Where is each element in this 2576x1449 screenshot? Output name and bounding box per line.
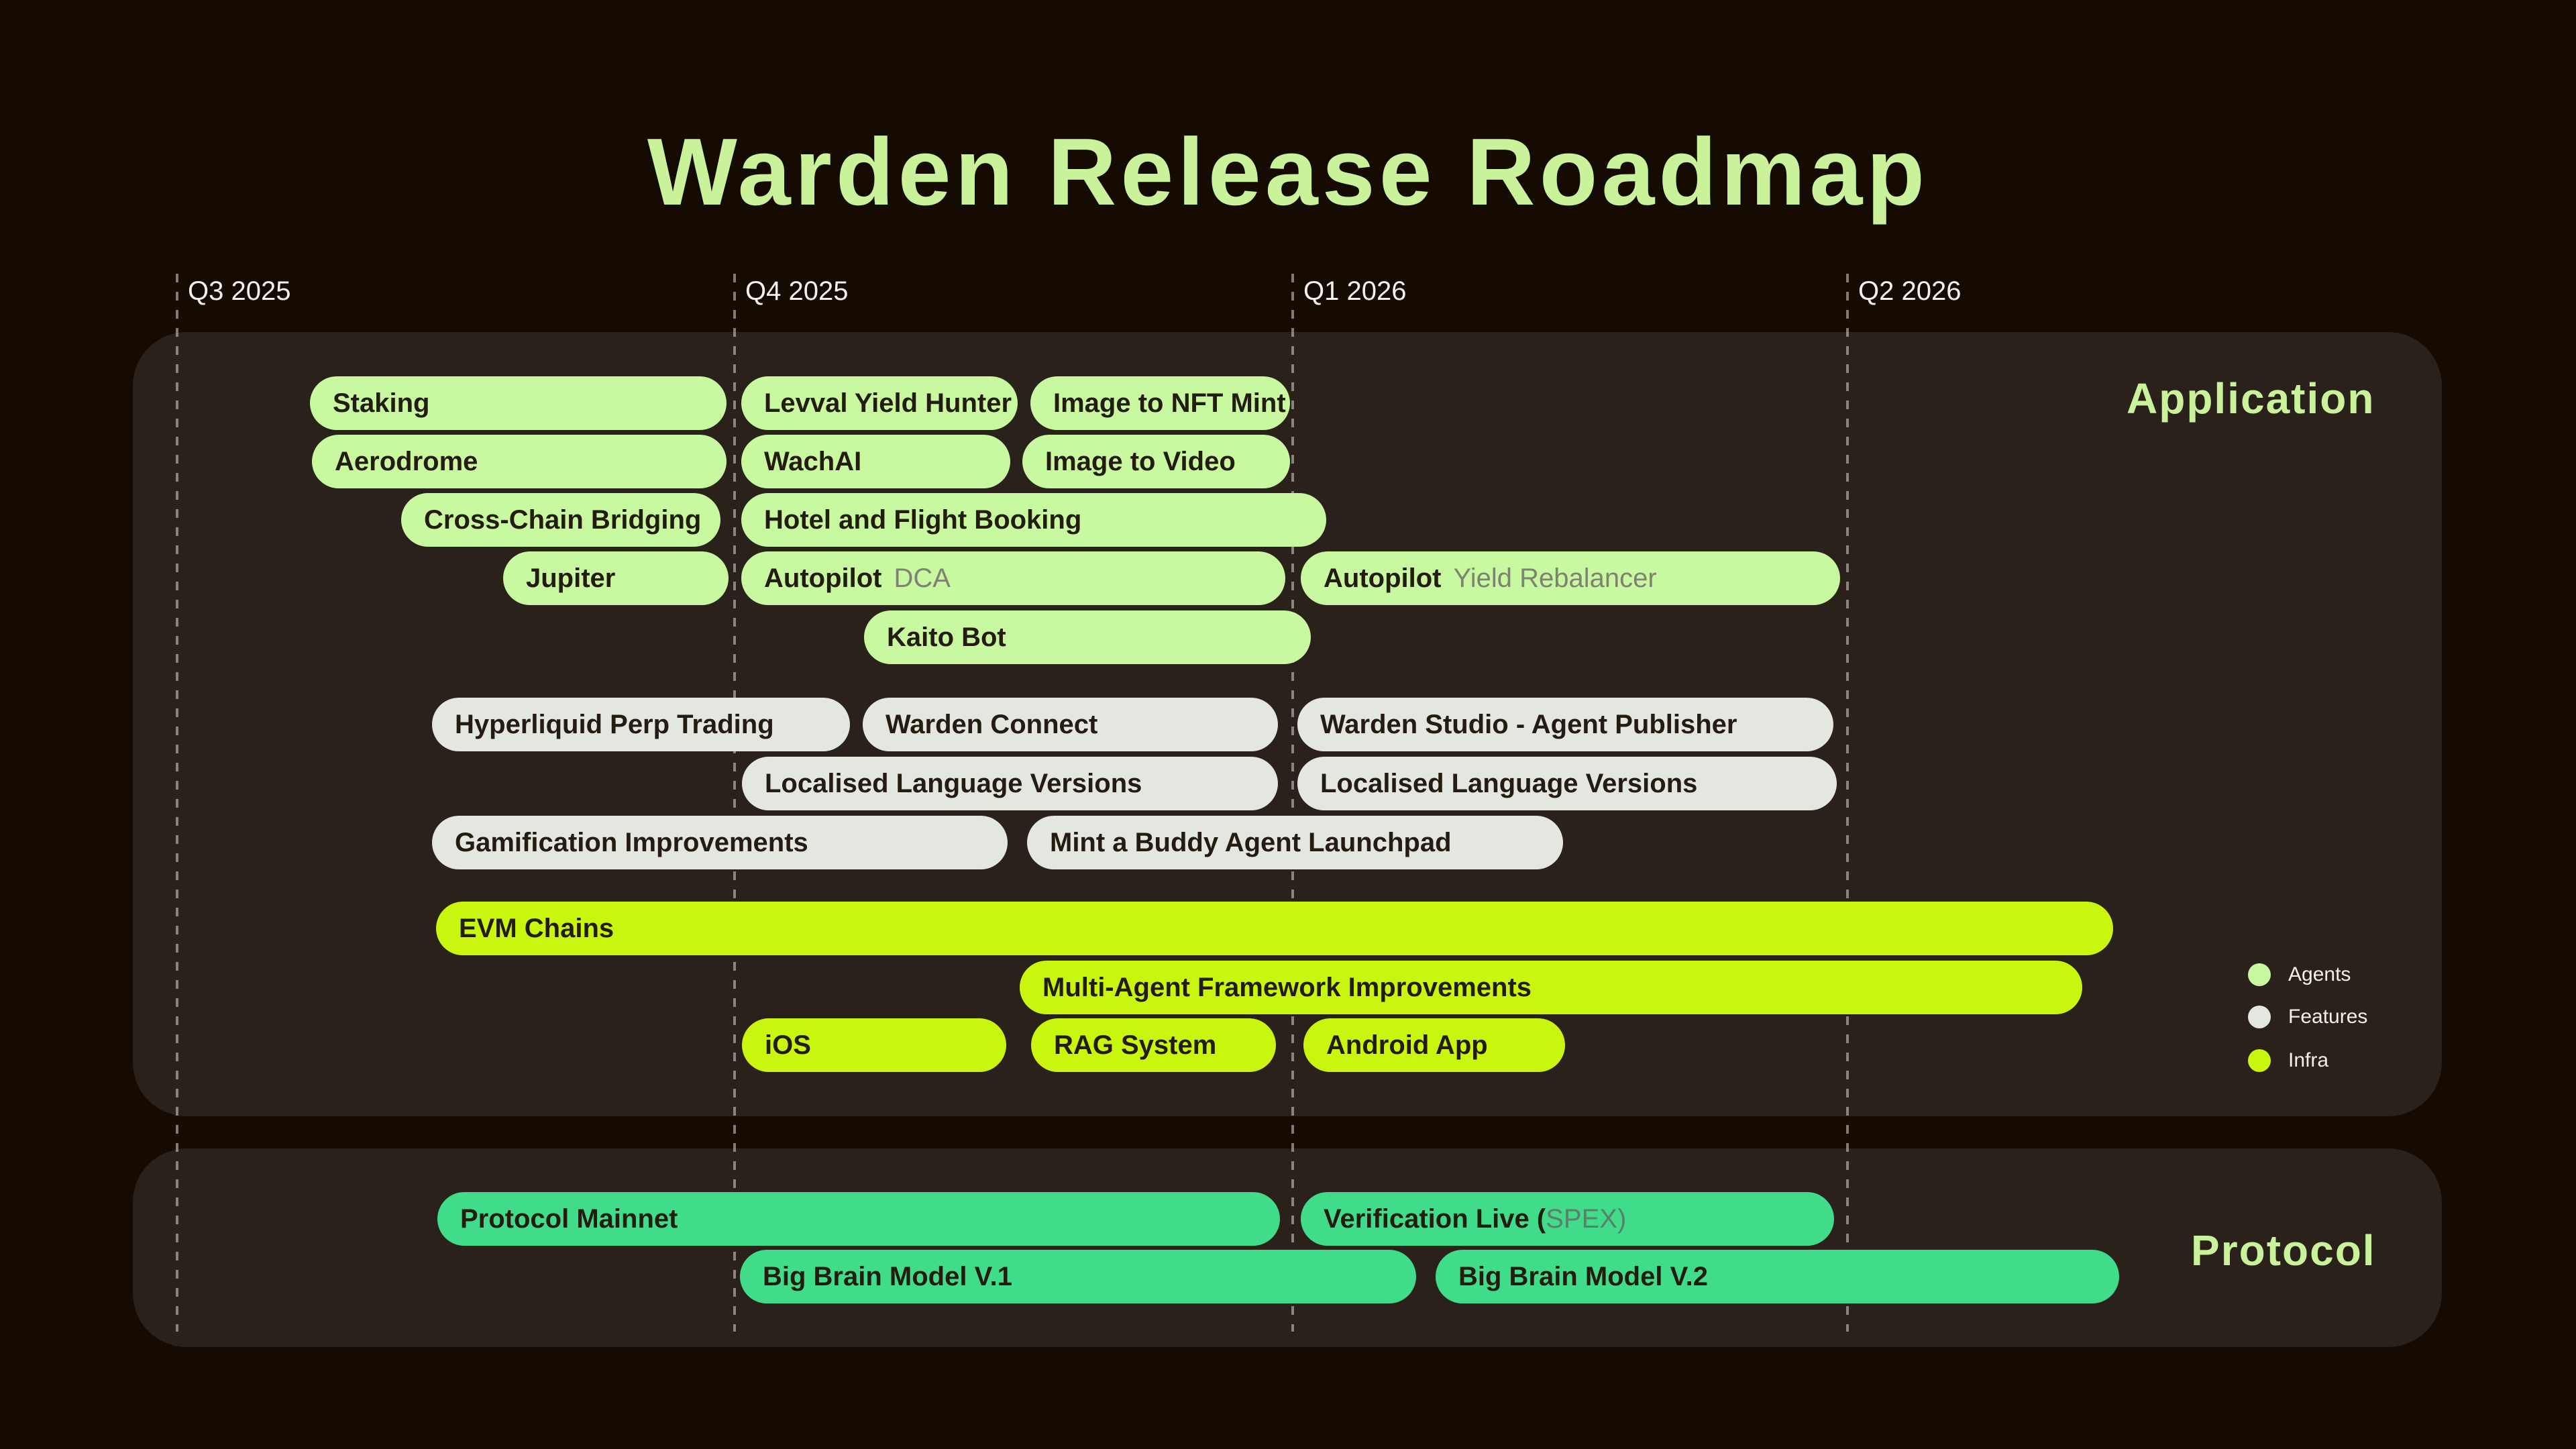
bar-label: Levval Yield Hunter — [764, 388, 1012, 418]
roadmap-bar-agents: WachAI — [741, 435, 1010, 488]
bar-label: Staking — [333, 388, 430, 418]
legend-label: Infra — [2288, 1049, 2329, 1071]
bar-label: Warden Connect — [885, 710, 1098, 739]
legend-label: Agents — [2288, 963, 2351, 985]
roadmap-bar-features: Localised Language Versions — [1297, 757, 1837, 810]
legend-item-agents: Agents — [2248, 963, 2351, 986]
roadmap-bar-agents: Autopilot DCA — [741, 551, 1285, 605]
legend-label: Features — [2288, 1006, 2368, 1028]
bar-label: Image to NFT Mint — [1053, 388, 1286, 418]
bar-label-secondary: SPEX) — [1546, 1204, 1627, 1234]
quarter-label: Q4 2025 — [745, 276, 849, 306]
roadmap-bar-infra: iOS — [742, 1018, 1006, 1072]
quarter-gridline — [733, 274, 736, 1332]
bar-label: Protocol Mainnet — [460, 1204, 678, 1234]
roadmap-bar-agents: Image to Video — [1022, 435, 1290, 488]
page-title: Warden Release Roadmap — [647, 119, 1929, 225]
roadmap-bar-features: Hyperliquid Perp Trading — [432, 698, 850, 751]
roadmap-bar-features: Warden Studio - Agent Publisher — [1297, 698, 1833, 751]
roadmap-bar-agents: Image to NFT Mint — [1030, 376, 1290, 430]
bar-label: Multi-Agent Framework Improvements — [1042, 973, 1532, 1002]
bar-label: Verification Live ( — [1324, 1204, 1546, 1234]
roadmap-bar-infra: RAG System — [1031, 1018, 1276, 1072]
roadmap-bar-agents: Autopilot Yield Rebalancer — [1301, 551, 1840, 605]
bar-label: Cross-Chain Bridging — [424, 505, 702, 535]
roadmap-bar-features: Gamification Improvements — [432, 816, 1008, 869]
quarter-label: Q2 2026 — [1858, 276, 1962, 306]
legend-dot-infra — [2248, 1049, 2271, 1072]
bar-label: Localised Language Versions — [1320, 769, 1698, 798]
quarter-gridline — [1291, 274, 1294, 1332]
legend-item-infra: Infra — [2248, 1049, 2328, 1072]
bar-label: Image to Video — [1045, 447, 1236, 476]
bar-label: Autopilot — [764, 564, 882, 593]
bar-label-secondary: Yield Rebalancer — [1453, 564, 1657, 593]
roadmap-bar-agents: Aerodrome — [312, 435, 727, 488]
protocol-panel — [133, 1148, 2442, 1347]
application-section-label: Application — [2127, 374, 2375, 423]
quarter-label: Q1 2026 — [1303, 276, 1407, 306]
bar-label: Mint a Buddy Agent Launchpad — [1050, 828, 1452, 857]
bar-label: Android App — [1326, 1030, 1488, 1060]
roadmap-bar-agents: Levval Yield Hunter — [741, 376, 1018, 430]
bar-label-secondary: DCA — [894, 564, 951, 593]
roadmap-bar-agents: Staking — [310, 376, 727, 430]
roadmap-bar-protocol: Big Brain Model V.2 — [1436, 1250, 2119, 1303]
roadmap-bar-protocol: Verification Live (SPEX) — [1301, 1192, 1834, 1246]
roadmap-bar-infra: Multi-Agent Framework Improvements — [1020, 961, 2082, 1014]
bar-label: Kaito Bot — [887, 623, 1006, 652]
legend-dot-features — [2248, 1006, 2271, 1028]
roadmap-bar-infra: EVM Chains — [436, 902, 2113, 955]
roadmap-bar-protocol: Protocol Mainnet — [437, 1192, 1280, 1246]
roadmap-bar-features: Mint a Buddy Agent Launchpad — [1027, 816, 1563, 869]
bar-label: Big Brain Model V.2 — [1458, 1262, 1708, 1291]
bar-label: Hyperliquid Perp Trading — [455, 710, 774, 739]
bar-label: Gamification Improvements — [455, 828, 808, 857]
bar-label: Localised Language Versions — [765, 769, 1142, 798]
legend-dot-agents — [2248, 963, 2271, 986]
protocol-section-label: Protocol — [2191, 1226, 2376, 1275]
bar-label: Jupiter — [526, 564, 616, 593]
roadmap-bar-features: Localised Language Versions — [742, 757, 1278, 810]
bar-label: Big Brain Model V.1 — [763, 1262, 1012, 1291]
bar-label: WachAI — [764, 447, 862, 476]
bar-label: Hotel and Flight Booking — [764, 505, 1082, 535]
bar-label: Aerodrome — [335, 447, 478, 476]
bar-label: iOS — [765, 1030, 811, 1060]
bar-label: Warden Studio - Agent Publisher — [1320, 710, 1737, 739]
roadmap-bar-agents: Hotel and Flight Booking — [741, 493, 1326, 547]
quarter-gridline — [176, 274, 178, 1332]
roadmap-bar-features: Warden Connect — [863, 698, 1278, 751]
roadmap-bar-agents: Jupiter — [503, 551, 729, 605]
roadmap-bar-agents: Kaito Bot — [864, 610, 1311, 664]
bar-label: Autopilot — [1324, 564, 1442, 593]
roadmap-bar-infra: Android App — [1303, 1018, 1565, 1072]
quarter-label: Q3 2025 — [188, 276, 291, 306]
bar-label: RAG System — [1054, 1030, 1217, 1060]
quarter-gridline — [1846, 274, 1849, 1332]
roadmap-bar-protocol: Big Brain Model V.1 — [740, 1250, 1416, 1303]
bar-label: EVM Chains — [459, 914, 614, 943]
roadmap-bar-agents: Cross-Chain Bridging — [401, 493, 720, 547]
legend-item-features: Features — [2248, 1006, 2367, 1028]
